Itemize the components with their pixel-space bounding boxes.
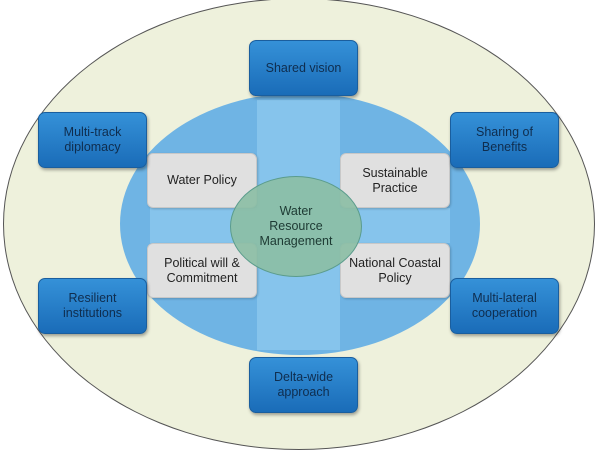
- box-label: Sustainable Practice: [362, 165, 428, 195]
- box-water-policy: Water Policy: [147, 153, 257, 208]
- box-label: Shared vision: [265, 60, 342, 75]
- box-sustainable-practice: Sustainable Practice: [340, 153, 450, 208]
- box-resilient-institutions: Resilient institutions: [38, 278, 147, 334]
- box-label: Delta-wide approach: [273, 370, 334, 399]
- box-national-coastal-policy: National Coastal Policy: [340, 243, 450, 298]
- box-label: Resilient institutions: [62, 291, 123, 320]
- box-label: Political will & Commitment: [164, 255, 240, 285]
- box-sharing-of-benefits: Sharing of Benefits: [450, 112, 559, 168]
- box-label: Water Policy: [167, 173, 237, 187]
- box-label: Multi-track diplomacy: [63, 125, 122, 154]
- core-circle: Water Resource Management: [230, 176, 362, 277]
- core-label: Water Resource Management: [259, 204, 333, 248]
- box-shared-vision: Shared vision: [249, 40, 358, 96]
- box-delta-wide-approach: Delta-wide approach: [249, 357, 358, 413]
- box-label: National Coastal Policy: [349, 255, 441, 285]
- box-multi-lateral-cooperation: Multi-lateral cooperation: [450, 278, 559, 334]
- box-multi-track-diplomacy: Multi-track diplomacy: [38, 112, 147, 168]
- box-label: Multi-lateral cooperation: [471, 291, 538, 320]
- box-label: Sharing of Benefits: [476, 125, 533, 154]
